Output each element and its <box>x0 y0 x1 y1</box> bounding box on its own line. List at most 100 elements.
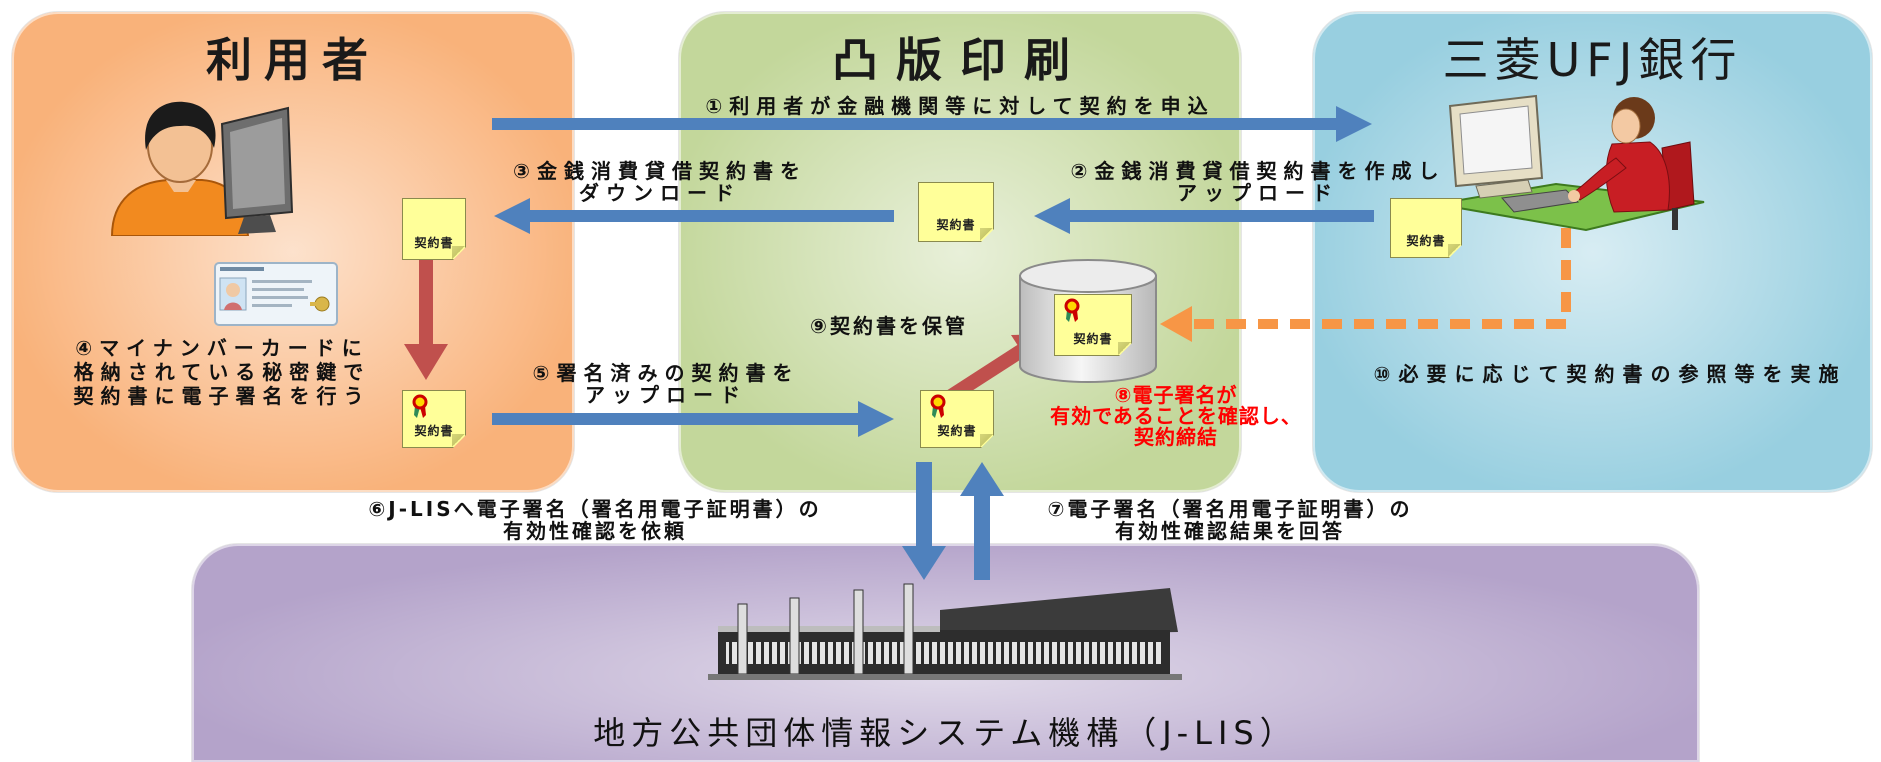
card-text-line <box>252 304 292 307</box>
signed-contract-document-user: 契約書 <box>402 390 466 448</box>
step4-line: 格納されている秘密鍵で <box>73 360 371 384</box>
step6-label: ⑥J-LISへ電子署名（署名用電子証明書）の 有効性確認を依頼 <box>325 498 865 542</box>
arrow-step10-reference <box>1160 228 1571 342</box>
seal-icon <box>929 394 947 418</box>
building-ground <box>708 674 1182 680</box>
step5-label: ⑤署名済みの契約書を アップロード <box>486 362 846 406</box>
step7-label: ⑦電子署名（署名用電子証明書）の 有効性確認結果を回答 <box>1010 498 1450 542</box>
seal-icon <box>411 394 429 418</box>
card-photo-body <box>224 302 242 310</box>
arrow-step1-apply <box>492 106 1372 142</box>
arrow-head <box>902 546 946 580</box>
arrow-head <box>494 198 530 234</box>
arrow-step2-upload <box>1034 198 1374 234</box>
step10-line: ⑩必要に応じて契約書の参照等を実施 <box>1373 362 1847 386</box>
building-roof <box>940 588 1178 636</box>
arrow-head <box>858 401 894 437</box>
building-pillar <box>789 597 800 675</box>
monitor-panel <box>230 118 285 209</box>
chair-leg <box>1672 208 1678 230</box>
card-text-line <box>252 296 308 299</box>
bank-staff-at-computer-icon <box>1436 94 1705 232</box>
step3-line: ダウンロード <box>579 181 741 205</box>
card-header-line <box>220 267 264 271</box>
stored-contract-document: 契約書 <box>1054 294 1132 356</box>
arrow-step3-download <box>494 198 894 234</box>
step6-line: 有効性確認を依頼 <box>503 519 687 543</box>
step3-line: ③金銭消費貸借契約書を <box>513 159 807 183</box>
arrow-head <box>1160 306 1192 342</box>
cylinder-top <box>1019 259 1157 293</box>
arrow-step5-upload-signed <box>492 401 894 437</box>
staff-arm <box>1573 157 1627 201</box>
step6-line: ⑥J-LISへ電子署名（署名用電子証明書）の <box>368 497 822 521</box>
step2-line: ②金銭消費貸借契約書を作成し <box>1070 159 1446 183</box>
step9-line: ⑨契約書を保管 <box>810 314 968 338</box>
building-canopy <box>718 626 940 632</box>
step1-line: ①利用者が金融機関等に対して契約を申込 <box>705 94 1215 118</box>
contract-document-label: 契約書 <box>1406 234 1446 248</box>
step8-line: 契約締結 <box>1134 425 1218 449</box>
panel-title-toppan: 凸版印刷 <box>832 33 1088 87</box>
signed-contract-document-toppan: 契約書 <box>920 390 994 448</box>
step7-line: ⑦電子署名（署名用電子証明書）の <box>1047 497 1413 521</box>
arrow-step6-request <box>902 462 946 580</box>
contract-document-label: 契約書 <box>937 424 977 438</box>
keyboard <box>1501 189 1580 213</box>
step7-line: 有効性確認結果を回答 <box>1115 519 1345 543</box>
card-text-line <box>252 280 312 283</box>
step8-line: 有効であることを確認し、 <box>1050 404 1302 428</box>
contract-document-bank: 契約書 <box>1390 198 1462 258</box>
step4-line: 契約書に電子署名を行う <box>73 384 371 408</box>
card-photo-face <box>226 283 240 297</box>
step1-label: ①利用者が金融機関等に対して契約を申込 <box>660 94 1260 118</box>
building-windows <box>726 642 1162 664</box>
staff-face <box>1611 108 1641 144</box>
step2-label: ②金銭消費貸借契約書を作成し アップロード <box>1048 160 1468 204</box>
panel-title-jlis: 地方公共団体情報システム機構（J-LIS） <box>593 714 1298 752</box>
my-number-card-icon <box>214 262 338 326</box>
step4-line: ④マイナンバーカードに <box>75 336 369 360</box>
contract-document-label: 契約書 <box>1073 332 1113 346</box>
contract-document-label: 契約書 <box>414 236 454 250</box>
arrow-dotted-path <box>1192 228 1571 329</box>
card-text-line <box>252 288 304 291</box>
step5-line: アップロード <box>585 383 747 407</box>
contract-document-label: 契約書 <box>936 218 976 232</box>
arrow-step4-sign <box>404 252 448 380</box>
monitor-stand <box>238 215 276 234</box>
arrow-head <box>404 344 448 380</box>
contract-document-label: 契約書 <box>414 424 454 438</box>
contract-document-user: 契約書 <box>402 198 466 260</box>
arrow-head <box>1034 198 1070 234</box>
arrow-step7-response <box>960 462 1004 580</box>
person-hair <box>145 101 216 150</box>
government-building-icon <box>708 583 1182 680</box>
step5-line: ⑤署名済みの契約書を <box>532 361 800 385</box>
building-pillar <box>903 583 914 675</box>
seal-icon <box>1063 298 1081 322</box>
step4-label: ④マイナンバーカードに 格納されている秘密鍵で 契約書に電子署名を行う <box>22 336 422 408</box>
arrow-head <box>1336 106 1372 142</box>
arrow-shaft <box>944 343 1028 404</box>
contract-document-toppan: 契約書 <box>918 182 994 242</box>
building-pillar <box>737 603 748 675</box>
building-pillar <box>853 589 864 675</box>
step3-label: ③金銭消費貸借契約書を ダウンロード <box>480 160 840 204</box>
person-neck <box>166 180 196 192</box>
step8-label: ⑧電子署名が 有効であることを確認し、 契約締結 <box>1036 385 1316 448</box>
panel-user: 利用者 <box>12 12 574 492</box>
person-at-computer-icon <box>110 101 294 236</box>
key-shaft <box>310 302 318 306</box>
step2-line: アップロード <box>1177 181 1339 205</box>
step8-line: ⑧電子署名が <box>1114 383 1238 407</box>
step10-label: ⑩必要に応じて契約書の参照等を実施 <box>1345 362 1875 386</box>
staff-body <box>1605 141 1670 213</box>
staff-hand <box>1568 190 1580 202</box>
panel-title-bank: 三菱UFJ銀行 <box>1442 33 1743 87</box>
arrow-head <box>960 462 1004 496</box>
crt-screen <box>1459 105 1533 175</box>
computer-base <box>1475 179 1533 199</box>
